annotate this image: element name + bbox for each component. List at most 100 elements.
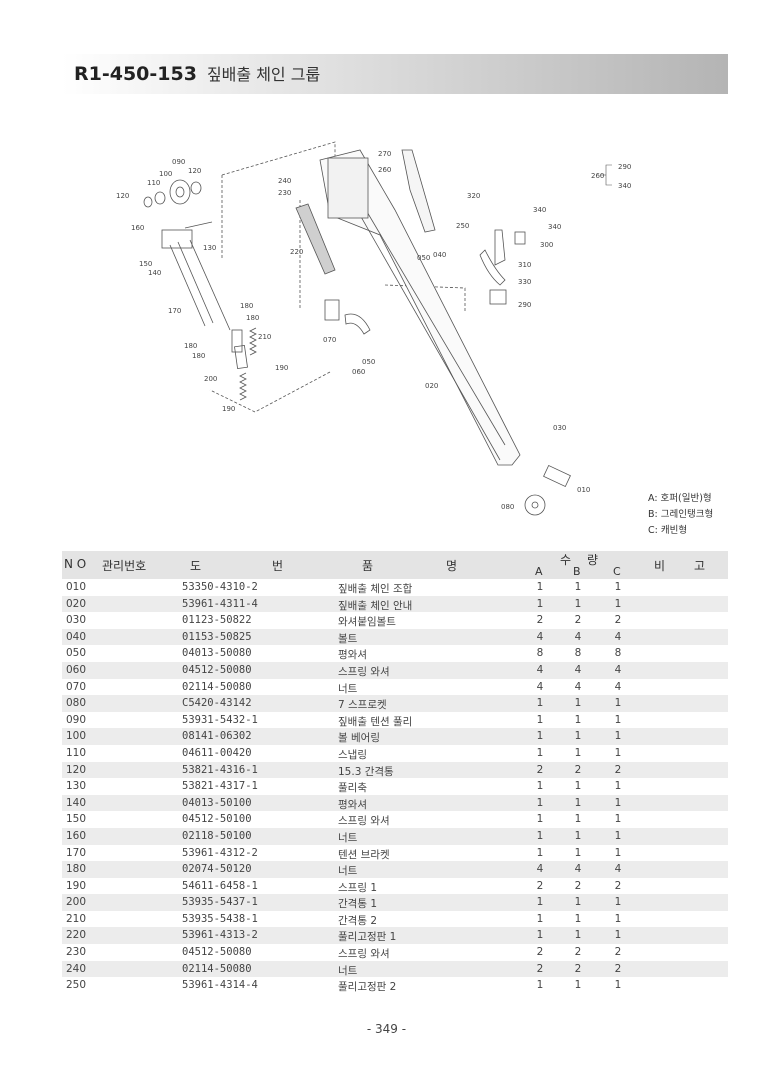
header-part-no-2: 번	[272, 559, 284, 573]
row-no: 210	[66, 912, 87, 925]
row-part-name: 짚배출 체인 안내	[338, 599, 413, 612]
callout-340: 340	[533, 206, 546, 214]
row-qty-c: 2	[614, 614, 622, 627]
row-part-no: 53821-4316-1	[182, 763, 258, 776]
row-qty-b: 1	[574, 796, 582, 809]
callout-110: 110	[147, 179, 160, 187]
row-qty-a: 1	[536, 746, 544, 759]
row-qty-c: 2	[614, 962, 622, 975]
callout-060: 060	[352, 368, 365, 376]
row-part-name: 너트	[338, 831, 358, 844]
row-qty-c: 1	[614, 829, 622, 842]
row-part-no: 04512-50080	[182, 663, 252, 676]
row-qty-b: 1	[574, 730, 582, 743]
row-qty-b: 1	[574, 746, 582, 759]
row-qty-b: 1	[574, 581, 582, 593]
row-qty-b: 1	[574, 780, 582, 793]
callout-190: 190	[275, 364, 288, 372]
row-qty-c: 1	[614, 746, 622, 759]
callout-120: 120	[188, 167, 201, 175]
row-qty-a: 2	[536, 614, 544, 627]
row-part-no: 54611-6458-1	[182, 879, 258, 892]
header-bar	[62, 54, 728, 94]
callout-210: 210	[258, 333, 271, 341]
row-part-no: 53821-4317-1	[182, 780, 258, 793]
row-qty-b: 2	[574, 879, 582, 892]
row-qty-a: 2	[536, 962, 544, 975]
row-part-no: 53935-5438-1	[182, 912, 258, 925]
row-no: 130	[66, 780, 87, 793]
row-part-name: 스프링 와셔	[338, 815, 390, 828]
header-mgmt-no: 관리번호	[102, 559, 147, 573]
row-no: 090	[66, 713, 87, 726]
row-qty-b: 2	[574, 946, 582, 959]
row-part-no: 53961-4314-4	[182, 979, 258, 992]
callout-270: 270	[378, 150, 391, 158]
row-part-name: 스프링 와셔	[338, 665, 390, 678]
parts-table-header: N O 관리번호 도 번 품 명 수 량 A B C 비 고	[62, 551, 728, 579]
row-part-no: 04013-50080	[182, 647, 252, 660]
callout-070: 070	[323, 336, 336, 344]
row-part-name: 짚배출 체인 조합	[338, 583, 413, 595]
row-part-name: 너트	[338, 865, 358, 878]
model-legend: A: 호퍼(일반)형 B: 그레인탱크형 C: 캐빈형	[648, 491, 713, 539]
row-qty-c: 1	[614, 979, 622, 992]
row-qty-c: 4	[614, 680, 622, 693]
row-qty-b: 1	[574, 697, 582, 710]
row-part-no: 53961-4313-2	[182, 929, 258, 942]
row-qty-c: 1	[614, 713, 622, 726]
callout-320: 320	[467, 192, 480, 200]
row-qty-a: 1	[536, 929, 544, 942]
row-qty-a: 1	[536, 829, 544, 842]
row-qty-c: 1	[614, 581, 622, 593]
row-part-no: 53350-4310-2	[182, 581, 258, 593]
row-part-no: 02114-50080	[182, 680, 252, 693]
row-qty-a: 1	[536, 912, 544, 925]
callout-190: 190	[222, 405, 235, 413]
callout-340-group: 340	[618, 182, 631, 190]
row-part-no: 53935-5437-1	[182, 896, 258, 909]
row-part-name: 스프링 1	[338, 881, 377, 894]
row-qty-c: 4	[614, 630, 622, 643]
header-note-2: 고	[694, 559, 706, 573]
diagram-callouts: 270 260 240 230 090 120 100 110 120 160 …	[116, 150, 631, 511]
row-part-name: 평와셔	[338, 798, 367, 811]
callout-300: 300	[540, 241, 553, 249]
row-no: 020	[66, 597, 87, 610]
row-qty-a: 1	[536, 979, 544, 992]
row-qty-b: 1	[574, 597, 582, 610]
row-qty-a: 4	[536, 663, 544, 676]
legend-a: A: 호퍼(일반)형	[648, 493, 712, 504]
row-part-name: 풀리고정판 2	[338, 981, 397, 994]
callout-180: 180	[184, 342, 197, 350]
row-no: 100	[66, 730, 87, 743]
group-title: 짚배출 체인 그룹	[206, 65, 321, 84]
row-qty-a: 1	[536, 796, 544, 809]
callout-010: 010	[577, 486, 590, 494]
callout-020: 020	[425, 382, 438, 390]
row-part-name: 스프링 와셔	[338, 948, 390, 961]
row-qty-a: 4	[536, 630, 544, 643]
row-part-no: 04611-00420	[182, 746, 252, 759]
row-qty-b: 1	[574, 979, 582, 992]
row-qty-a: 1	[536, 846, 544, 859]
header-part-no-1: 도	[190, 559, 202, 573]
row-qty-a: 8	[536, 647, 544, 660]
header-qty-b: B	[573, 565, 581, 578]
row-no: 030	[66, 614, 87, 627]
